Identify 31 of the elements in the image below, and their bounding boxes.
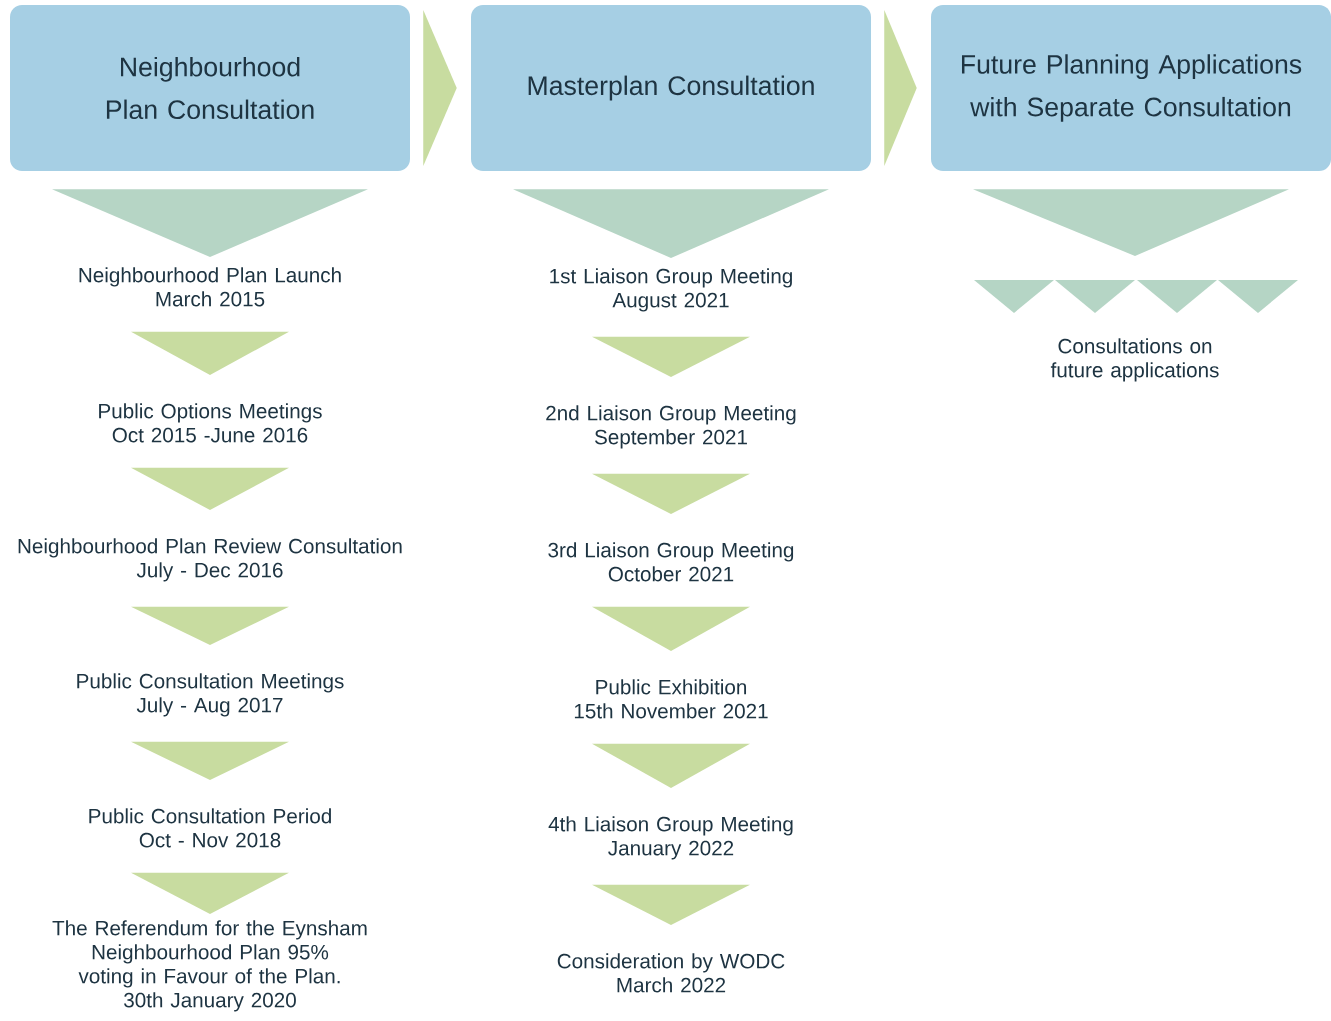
milestone-text: 1st Liaison Group Meeting August 2021 (550, 268, 792, 312)
milestone-text: Consultations on future applications (1050, 338, 1219, 382)
chevron-arrow (423, 10, 457, 166)
triangle-arrow (131, 606, 289, 645)
triangle-arrow (131, 872, 289, 914)
milestone-text: Consideration by WODC March 2022 (557, 953, 785, 993)
milestone-text: Public Consultation Meetings July - Aug 2017 (77, 673, 344, 717)
milestone-text: Neighbourhood Plan Review Consultation July - Dec 2016 (18, 538, 402, 582)
triangle-arrow (592, 884, 750, 925)
stage-box: Masterplan Consultation (471, 5, 871, 171)
milestone-text: Public Options Meetings Oct 2015 -June 2016 (99, 403, 322, 443)
milestone-text: 2nd Liaison Group Meeting September 2021 (546, 405, 796, 449)
triangle-arrow (973, 189, 1289, 256)
triangle-arrow (513, 189, 829, 258)
triangle-arrow (592, 473, 750, 514)
milestone-text: Neighbourhood Plan Launch March 2015 (79, 267, 341, 307)
triangle-arrow (131, 331, 289, 375)
stage-box: Neighbourhood Plan Consultation (10, 5, 410, 171)
triangle-arrow (592, 336, 750, 377)
milestone-text: Public Consultation Period Oct - Nov 2018 (89, 808, 331, 848)
milestone-text: 3rd Liaison Group Meeting October 2021 (548, 542, 794, 582)
triangle-arrow (592, 743, 750, 788)
triangle-arrow (592, 606, 750, 651)
triangle-arrow (131, 741, 289, 780)
chevron-arrow (884, 10, 917, 166)
triangle-arrow (52, 189, 368, 257)
milestone-text: The Referendum for the Eynsham Neighbourhood Plan 95% voting in Favour of the Plan. 30th January 2020 (52, 920, 367, 1012)
milestone-text: Public Exhibition 15th November 2021 (574, 679, 768, 719)
triangle-arrow (131, 467, 289, 510)
milestone-text: 4th Liaison Group Meeting January 2022 (548, 816, 793, 860)
stage-box: Future Planning Applications with Separate Consultation (931, 5, 1331, 171)
